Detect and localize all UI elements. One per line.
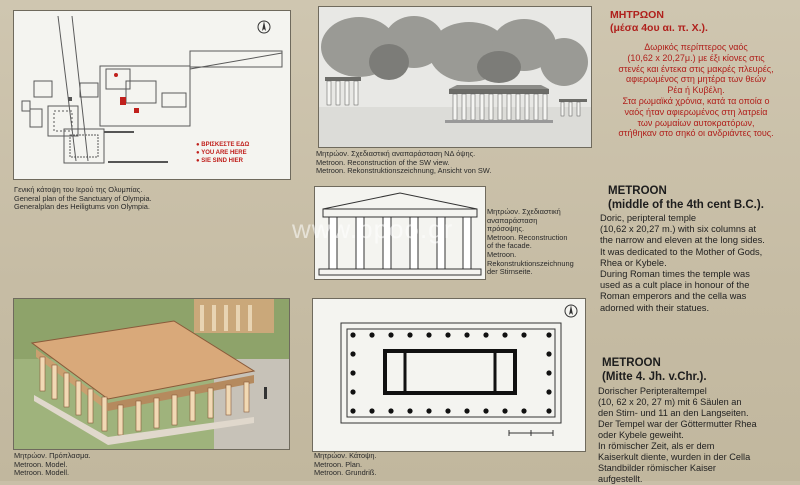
facade-drawing <box>318 192 482 276</box>
legend-you-are-here-el: ● ΒΡΙΣΚΕΣΤΕ ΕΔΩ <box>196 142 250 148</box>
sw-view-engraving <box>319 7 591 147</box>
site-plan-drawing <box>21 15 283 164</box>
legend-you-are-here-de: ● SIE SIND HIER <box>196 158 243 164</box>
site-plan-panel <box>13 10 291 180</box>
floorplan-drawing <box>340 304 578 436</box>
facade-panel <box>314 186 486 280</box>
sw-view-panel <box>318 6 592 148</box>
english-heading: METROON (middle of the 4th cent B.C.). <box>608 184 764 212</box>
sw-view-caption: Μητρώον. Σχεδιαστική αναπαράσταση ΝΔ όψη… <box>316 149 492 176</box>
floorplan-caption: Μητρώον. Κάτοψη. Metroon. Plan. Metroon.… <box>314 451 377 478</box>
legend-you-are-here-en: ● YOU ARE HERE <box>196 150 247 156</box>
greek-heading: ΜΗΤΡΩΟΝ (μέσα 4ου αι. π. Χ.). <box>610 9 708 35</box>
greek-subtitle: (μέσα 4ου αι. π. Χ.). <box>610 22 708 34</box>
german-title: METROON <box>602 357 661 369</box>
german-subtitle: (Mitte 4. Jh. v.Chr.). <box>602 371 707 383</box>
greek-title: ΜΗΤΡΩΟΝ <box>610 9 664 21</box>
model-panel <box>13 298 290 450</box>
greek-description: Δωρικός περίπτερος ναός (10,62 x 20,27μ.… <box>618 42 774 139</box>
watermark: www.ppoo.gr <box>292 214 454 244</box>
english-title: METROON <box>608 185 667 197</box>
english-subtitle: (middle of the 4th cent B.C.). <box>608 199 764 211</box>
site-plan-caption: Γενική κάτοψη του Ιερού της Ολυμπίας. Ge… <box>14 185 152 212</box>
facade-caption: Μητρώον. Σχεδιαστική αναπαράσταση πρόσοψ… <box>487 207 574 277</box>
german-description: Dorischer Peripteraltempel (10, 62 x 20,… <box>598 386 757 484</box>
german-heading: METROON (Mitte 4. Jh. v.Chr.). <box>602 356 707 384</box>
model-caption: Μητρώον. Πρόπλασμα. Metroon. Model. Metr… <box>14 451 91 478</box>
model-photo <box>14 299 289 449</box>
english-description: Doric, peripteral temple (10,62 x 20,27 … <box>600 213 765 313</box>
floorplan-panel <box>312 298 586 452</box>
